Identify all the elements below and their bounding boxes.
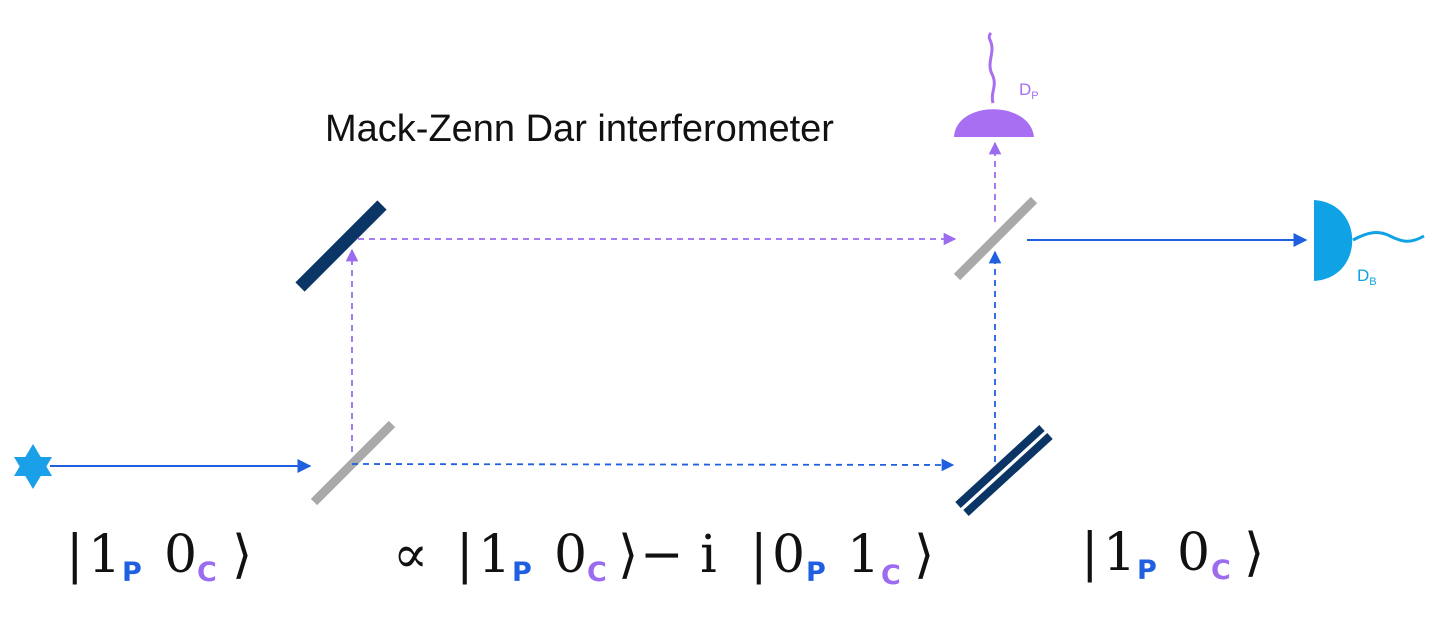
state-middle-s2: C bbox=[587, 557, 607, 588]
diagram-title: Mack-Zenn Dar interferometer bbox=[325, 108, 834, 150]
detector-p-letter: D bbox=[1019, 80, 1031, 99]
detector-p-label: DP bbox=[1019, 80, 1039, 102]
state-input: | 1 P 0 C ⟩ bbox=[66, 525, 252, 588]
detector-b-letter: D bbox=[1357, 266, 1369, 285]
state-output-n1: 1 bbox=[1103, 523, 1136, 583]
state-middle-n1: 1 bbox=[478, 525, 511, 585]
beam-splitter-output bbox=[953, 196, 1038, 281]
svg-text:|: | bbox=[456, 525, 474, 585]
state-middle-n4: 1 bbox=[847, 525, 880, 585]
detector-b-label: DB bbox=[1357, 266, 1377, 288]
state-input-s1: P bbox=[122, 557, 142, 588]
state-output-s2: C bbox=[1211, 555, 1231, 586]
mirror-bottom-right bbox=[955, 425, 1053, 516]
detector-b-icon bbox=[1314, 200, 1425, 281]
detector-b-subscript: B bbox=[1369, 276, 1376, 288]
svg-text:⟩: ⟩ bbox=[232, 525, 252, 585]
detector-p-icon bbox=[954, 31, 1034, 137]
state-middle-n3: 0 bbox=[772, 525, 805, 585]
svg-text:|: | bbox=[66, 525, 84, 585]
svg-text:|: | bbox=[1081, 523, 1099, 583]
svg-text:|: | bbox=[750, 525, 768, 585]
detector-p-subscript: P bbox=[1031, 90, 1038, 102]
state-output-s1: P bbox=[1137, 555, 1157, 586]
svg-text:⟩: ⟩ bbox=[618, 525, 638, 585]
mirror-top-left bbox=[295, 200, 387, 292]
state-middle-n2: 0 bbox=[554, 525, 587, 585]
state-middle-minus-i: − i bbox=[640, 525, 717, 585]
state-middle-s4: C bbox=[881, 560, 901, 591]
state-output: | 1 P 0 C ⟩ bbox=[1081, 523, 1264, 586]
state-input-n2: 0 bbox=[164, 525, 197, 585]
beam-splitter-input bbox=[310, 420, 396, 506]
photon-source-icon bbox=[14, 444, 52, 489]
state-output-n2: 0 bbox=[1177, 523, 1210, 583]
svg-text:⟩: ⟩ bbox=[1244, 523, 1264, 583]
state-middle-prefix: ∝ bbox=[393, 525, 428, 585]
svg-text:⟩: ⟩ bbox=[914, 525, 934, 585]
lower-path-beam bbox=[351, 458, 955, 472]
state-input-n1: 1 bbox=[88, 525, 121, 585]
state-input-s2: C bbox=[197, 557, 217, 588]
state-middle: ∝ | 1 P 0 C ⟩ − i | 0 P 1 C ⟩ bbox=[393, 525, 934, 591]
state-middle-s1: P bbox=[512, 557, 532, 588]
state-middle-s3: P bbox=[806, 557, 826, 588]
